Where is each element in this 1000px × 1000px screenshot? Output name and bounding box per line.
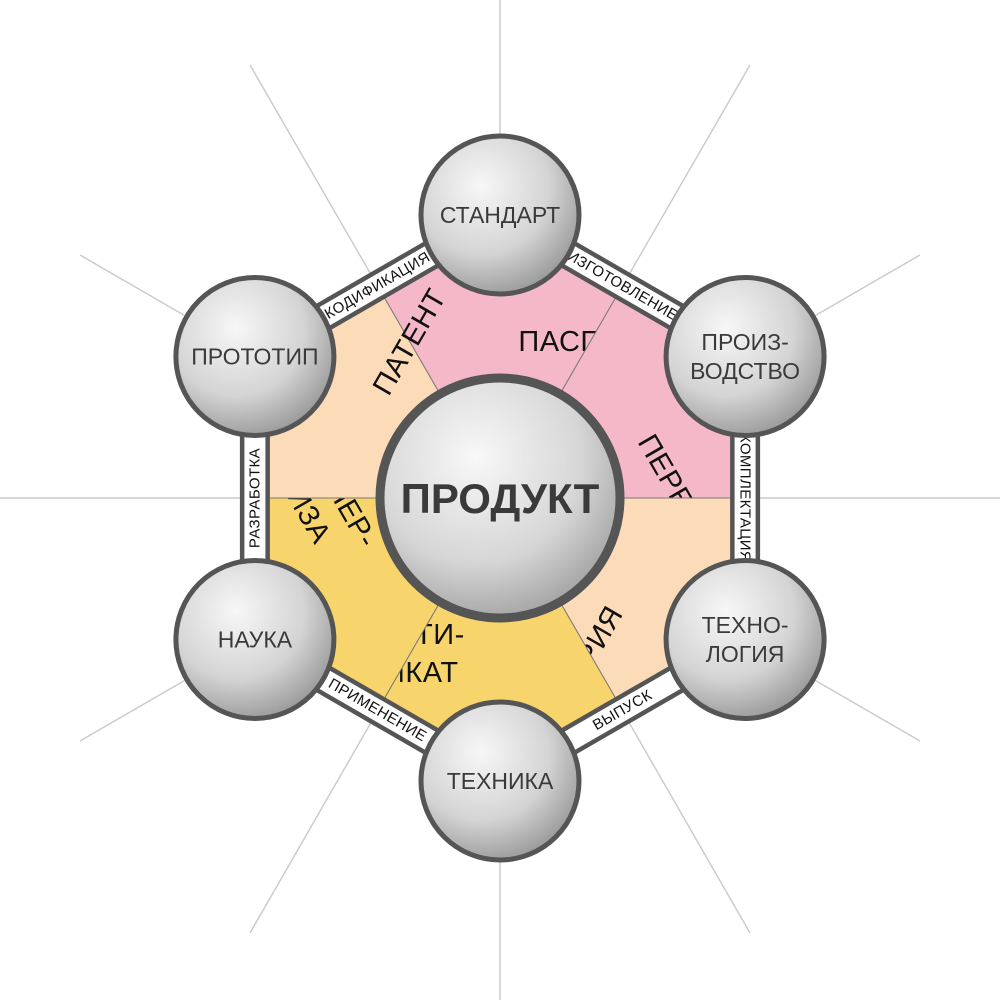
node-label-nauka: НАУКА (218, 627, 293, 653)
node-label-tekhnika: ТЕХНИКА (447, 768, 554, 794)
node-label-standart: СТАНДАРТ (440, 202, 560, 228)
node-nauka: НАУКА (173, 558, 337, 721)
node-tekhnika: ТЕХНИКА (418, 699, 582, 863)
node-label-tekhnologiya-line: ТЕХНО- (702, 612, 789, 638)
node-label-tekhnologiya: ТЕХНО- ЛОГИЯ (702, 612, 789, 667)
center-label: ПРОДУКТ (401, 475, 600, 522)
node-standart: СТАНДАРТ (418, 133, 582, 297)
node-circle-prototip (173, 275, 337, 438)
center-circle (375, 373, 625, 623)
node-circle-standart (418, 133, 582, 297)
node-label-prototip-line: ПРОТОТИП (191, 344, 318, 370)
node-label-proizvodstvo: ПРОИЗ- ВОДСТВО (690, 329, 800, 384)
center-node: ПРОДУКТ (375, 373, 625, 623)
edge-label-komplektaciya: КОМПЛЕКТАЦИЯ (737, 434, 754, 562)
node-label-nauka-line: НАУКА (218, 627, 293, 653)
outer-node-layer: СТАНДАРТ ПРОИЗ- ВОДСТВО ТЕХНО- ЛОГИЯ ТЕХНИКА Н… (173, 133, 827, 863)
edge-label-razrabotka: РАЗРАБОТКА (246, 448, 263, 548)
node-circle-tekhnologiya (663, 558, 827, 721)
node-label-proizvodstvo-line: ВОДСТВО (690, 358, 800, 384)
node-label-tekhnika-line: ТЕХНИКА (447, 768, 554, 794)
node-label-prototip: ПРОТОТИП (191, 344, 318, 370)
node-circle-tekhnika (418, 699, 582, 863)
node-prototip: ПРОТОТИП (173, 275, 337, 438)
node-circle-proizvodstvo (663, 275, 827, 438)
node-proizvodstvo: ПРОИЗ- ВОДСТВО (663, 275, 827, 438)
node-circle-nauka (173, 558, 337, 721)
node-label-standart-line: СТАНДАРТ (440, 202, 560, 228)
node-label-proizvodstvo-line: ПРОИЗ- (701, 329, 788, 355)
node-label-tekhnologiya-line: ЛОГИЯ (706, 641, 785, 667)
node-tekhnologiya: ТЕХНО- ЛОГИЯ (663, 558, 827, 721)
